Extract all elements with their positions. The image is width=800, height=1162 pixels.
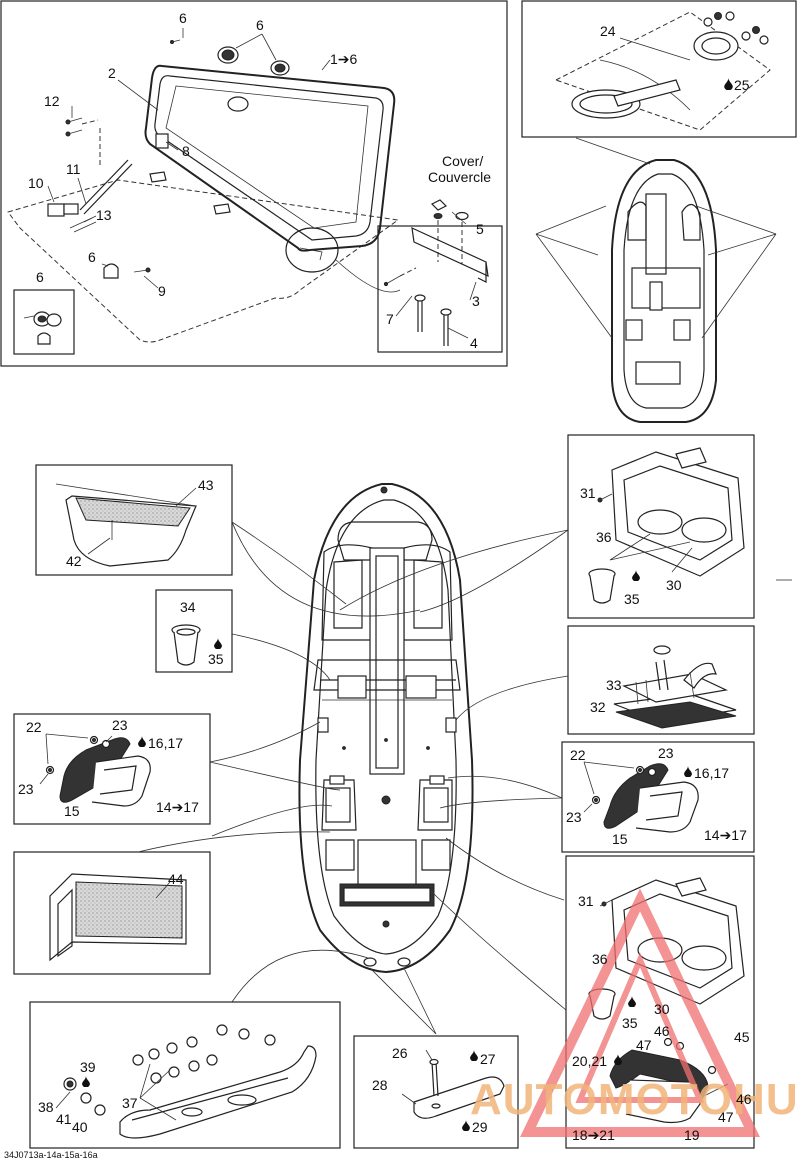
drop-icon — [628, 996, 636, 1007]
drop-icon — [470, 1050, 478, 1061]
callout: 23 — [658, 745, 674, 761]
callout: 30 — [654, 1001, 670, 1017]
callout: 7 — [386, 311, 394, 327]
callout: 11 — [66, 161, 81, 177]
callout: 6 — [88, 249, 96, 265]
callout: 35 — [624, 591, 640, 607]
callout: 19 — [684, 1127, 700, 1143]
callout: 1➔6 — [330, 51, 358, 67]
callout: 46 — [736, 1091, 752, 1107]
shifter-panel — [567, 625, 755, 735]
callout: 41 — [56, 1111, 72, 1127]
callout: 31 — [580, 485, 596, 501]
callout: 30 — [666, 577, 682, 593]
drop-icon — [724, 78, 733, 90]
callout: 47 — [718, 1109, 734, 1125]
steering-panel — [521, 0, 797, 138]
callout: 13 — [96, 207, 112, 223]
grab-handle-panel-right — [561, 741, 755, 853]
callout: 14➔17 — [704, 827, 747, 843]
callout: 45 — [734, 1029, 750, 1045]
callout: 5 — [476, 221, 484, 237]
callout: 29 — [472, 1119, 488, 1135]
storage-cover-panel — [0, 0, 508, 367]
callout: 38 — [38, 1099, 54, 1115]
callout: 39 — [80, 1059, 96, 1075]
callout: 40 — [72, 1119, 88, 1135]
callout: 6 — [256, 17, 264, 33]
callout: 33 — [606, 677, 622, 693]
footer-code: 34J0713a-14a-15a-16a — [4, 1150, 98, 1160]
callout: 36 — [596, 529, 612, 545]
drop-icon — [684, 766, 692, 777]
drop-icon — [82, 1076, 90, 1087]
callout: 3 — [472, 293, 480, 309]
callout: 2 — [108, 65, 116, 81]
callout: 14➔17 — [156, 799, 199, 815]
callout: 16,17 — [148, 735, 183, 751]
callout: 28 — [372, 1077, 388, 1093]
callout: 36 — [592, 951, 608, 967]
callout: 23 — [112, 717, 128, 733]
callout: 22 — [26, 719, 42, 735]
callout: 23 — [18, 781, 34, 797]
callout: 6 — [179, 10, 187, 26]
callout: 37 — [122, 1095, 138, 1111]
callout: 47 — [636, 1037, 652, 1053]
callout: 20,21 — [572, 1053, 607, 1069]
callout: 22 — [570, 747, 586, 763]
callout: 32 — [590, 699, 606, 715]
rear-grab-bar-panel — [29, 1001, 341, 1149]
cover-label-line2: Couvercle — [428, 169, 491, 185]
callout: 35 — [622, 1015, 638, 1031]
knob-parts — [217, 46, 290, 76]
callout: 6 — [36, 269, 44, 285]
callout: 46 — [654, 1023, 670, 1039]
drop-icon — [138, 736, 146, 747]
watermark-text: AUTOMOTOHUB — [470, 1075, 800, 1124]
cup-holder-insert-panel — [155, 589, 233, 673]
callout: 34 — [180, 599, 196, 615]
drop-icon — [632, 570, 640, 581]
hull-overview-small — [535, 137, 777, 423]
callout: 42 — [66, 553, 82, 569]
callout: 16,17 — [694, 765, 729, 781]
footrest-plate-panel — [353, 1035, 519, 1149]
callout-labels: 6 6 1➔6 2 12 11 10 8 13 6 9 6 24 25 Cove… — [18, 10, 752, 1143]
callout: 27 — [480, 1051, 496, 1067]
watermark-logo — [520, 888, 760, 1137]
storage-bin-panel-upper — [567, 434, 792, 619]
drop-icon — [462, 1120, 470, 1131]
callout: 35 — [208, 651, 224, 667]
callout: 18➔21 — [572, 1127, 615, 1143]
callout: 8 — [182, 143, 190, 159]
callout: 24 — [600, 23, 616, 39]
callout: 15 — [612, 831, 628, 847]
drop-icon — [214, 638, 222, 649]
nut-stack — [703, 11, 769, 45]
callout: 43 — [198, 477, 214, 493]
callout: 15 — [64, 803, 80, 819]
callout: 26 — [392, 1045, 408, 1061]
callout: 23 — [566, 809, 582, 825]
drop-icon — [614, 1054, 622, 1065]
cover-label-line1: Cover/ — [442, 153, 483, 169]
grab-handle-panel-left — [13, 713, 211, 825]
callout: 12 — [44, 93, 60, 109]
seat-trim-panel — [13, 851, 211, 975]
leader-lines — [137, 521, 569, 1035]
callout: 10 — [28, 175, 44, 191]
main-hull-top-view — [298, 483, 474, 974]
callout: 31 — [578, 893, 594, 909]
glove-box-liner-panel — [35, 464, 233, 576]
callout: 25 — [734, 77, 750, 93]
callout: 4 — [470, 335, 478, 351]
washer-stacks — [63, 1024, 276, 1116]
callout: 9 — [158, 283, 166, 299]
callout: 44 — [168, 871, 184, 887]
